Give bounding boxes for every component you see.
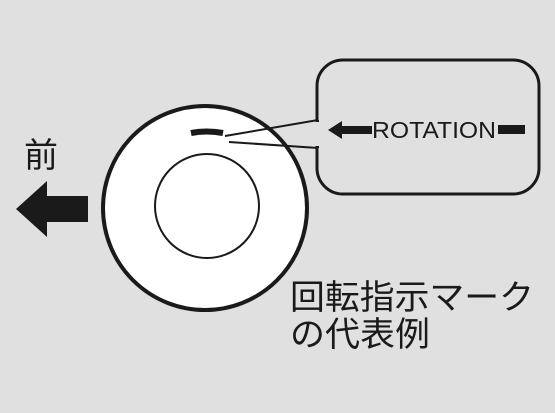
- callout-leader: [224, 119, 319, 149]
- arrow-left-icon: [16, 181, 88, 237]
- rotation-mark: [190, 128, 224, 136]
- tire-hub: [154, 153, 260, 259]
- callout-text: ROTATION: [372, 117, 496, 143]
- arrow-left-small-icon: [328, 121, 372, 139]
- caption-line-2: の代表例: [290, 315, 430, 355]
- direction-label: 前: [24, 136, 58, 176]
- caption-line-1: 回転指示マーク: [290, 278, 534, 318]
- bar-right-icon: [498, 125, 525, 134]
